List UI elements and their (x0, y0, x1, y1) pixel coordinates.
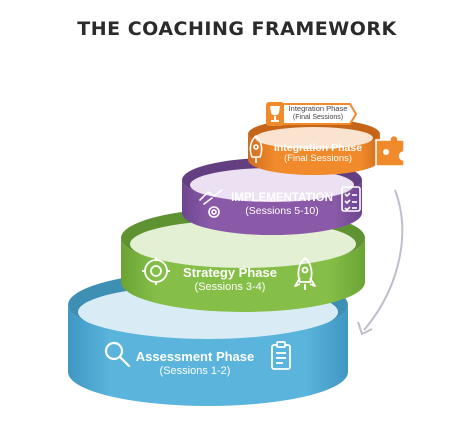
integration-ring (248, 119, 380, 175)
assessment-sessions: (Sessions 1-2) (159, 364, 231, 377)
puzzle-icon (375, 134, 405, 167)
rocket-icon (294, 257, 316, 290)
page-title: THE COACHING FRAMEWORK (77, 18, 397, 40)
top-tag-label: Integration Phase (Final Sessions) (282, 104, 354, 122)
magnifier-icon (104, 341, 131, 368)
clipboard-icon (271, 341, 291, 370)
integration-sessions: (Final Sessions) (283, 153, 353, 165)
integration-rocket-icon (249, 135, 263, 163)
strategy-sessions: (Sessions 3-4) (194, 280, 266, 293)
top-tag-name: Integration Phase (288, 104, 348, 113)
strategy-label: Strategy Phase (Sessions 3-4) (170, 265, 290, 294)
assessment-label: Assessment Phase (Sessions 1-2) (120, 349, 270, 378)
assessment-name: Assessment Phase (135, 349, 255, 364)
checklist-icon (341, 186, 361, 212)
trophy-icon (270, 106, 280, 122)
implementation-label: IMPLEMENTATION (Sessions 5-10) (222, 192, 342, 217)
implementation-name: IMPLEMENTATION (231, 192, 333, 204)
integration-label: Integration Phase (Final Sessions) (268, 142, 368, 165)
implementation-sessions: (Sessions 5-10) (245, 205, 319, 218)
handshake-gear-icon (199, 189, 223, 218)
gear-head-icon (142, 257, 170, 285)
top-tag-sessions: (Final Sessions) (292, 113, 344, 121)
integration-name: Integration Phase (273, 142, 363, 154)
strategy-name: Strategy Phase (183, 265, 277, 280)
flow-arrow (357, 189, 404, 336)
